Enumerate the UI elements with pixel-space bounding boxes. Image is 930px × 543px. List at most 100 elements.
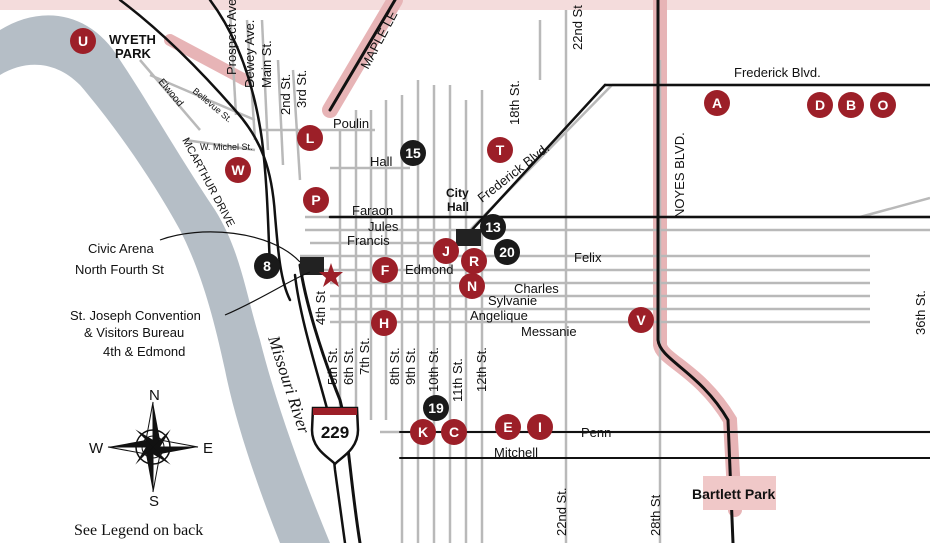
civic-arena-callout-2: North Fourth St [75, 262, 164, 277]
red-marker-circle [303, 187, 329, 213]
red-marker-c: C [441, 419, 467, 445]
wyeth-park-label-1: WYETH [109, 32, 156, 47]
callout-lines [159, 231, 311, 316]
red-marker-circle [410, 419, 436, 445]
street-messanie: Messanie [521, 324, 577, 339]
red-marker-label: T [496, 142, 505, 158]
red-marker-label: P [311, 192, 320, 208]
red-marker-u: U [70, 28, 96, 54]
red-marker-circle [70, 28, 96, 54]
red-marker-label: N [467, 278, 477, 294]
street-hall: Hall [370, 154, 393, 169]
street-noyes: NOYES BLVD. [672, 132, 687, 218]
red-marker-j: J [433, 238, 459, 264]
street-faraon: Faraon [352, 203, 393, 218]
black-marker-circle [494, 239, 520, 265]
street-7th: 7th St. [357, 337, 372, 375]
red-marker-label: V [636, 312, 646, 328]
black-marker-19: 19 [423, 395, 449, 421]
street-22nd-bottom: 22nd St. [554, 488, 569, 536]
red-marker-circle [433, 238, 459, 264]
compass-w: W [89, 440, 104, 457]
street-angelique: Angelique [470, 308, 528, 323]
red-marker-circle [495, 414, 521, 440]
street-edmond: Edmond [405, 262, 453, 277]
street-4th: 4th St [313, 291, 328, 325]
red-marker-label: L [306, 130, 315, 146]
red-marker-label: F [381, 262, 390, 278]
city-hall-label-2: Hall [447, 200, 469, 214]
red-marker-d: D [807, 92, 833, 118]
highway-229-shield: 229 [310, 406, 360, 466]
bartlett-park-label: Bartlett Park [692, 486, 775, 502]
red-marker-t: T [487, 137, 513, 163]
convention-star [319, 263, 343, 287]
red-marker-v: V [628, 307, 654, 333]
red-marker-label: C [449, 424, 459, 440]
red-marker-circle [297, 125, 323, 151]
street-penn: Penn [581, 425, 611, 440]
street-2nd: 2nd St. [278, 74, 293, 115]
red-marker-circle [225, 157, 251, 183]
red-marker-label: O [878, 97, 889, 113]
red-marker-label: E [503, 419, 512, 435]
red-marker-a: A [704, 90, 730, 116]
street-9th: 9th St. [403, 347, 418, 385]
red-marker-circle [371, 310, 397, 336]
street-22nd-top: 22nd St [570, 5, 585, 50]
red-marker-circle [527, 414, 553, 440]
street-poulin: Poulin [333, 116, 369, 131]
red-marker-label: W [231, 162, 245, 178]
street-w-michel: W. Michel St. [200, 142, 253, 152]
street-mitchell: Mitchell [494, 445, 538, 460]
red-marker-label: J [442, 243, 450, 259]
black-marker-circle [400, 140, 426, 166]
street-charles: Charles [514, 281, 559, 296]
red-marker-label: A [712, 95, 722, 111]
black-marker-label: 15 [405, 145, 421, 161]
black-marker-label: 20 [499, 244, 515, 260]
convention-callout-1: St. Joseph Convention [70, 308, 201, 323]
street-18th: 18th St. [507, 80, 522, 125]
black-marker-circle [480, 214, 506, 240]
wyeth-park-label-2: PARK [115, 46, 151, 61]
red-marker-circle [441, 419, 467, 445]
compass-s: S [149, 493, 159, 510]
black-marker-label: 19 [428, 400, 444, 416]
red-marker-label: R [469, 253, 479, 269]
street-main: Main St. [259, 40, 274, 88]
red-marker-label: K [418, 424, 428, 440]
red-marker-o: O [870, 92, 896, 118]
black-marker-circle [254, 253, 280, 279]
red-marker-circle [704, 90, 730, 116]
red-marker-i: I [527, 414, 553, 440]
red-marker-r: R [461, 248, 487, 274]
black-marker-label: 8 [263, 258, 271, 274]
red-marker-circle [461, 248, 487, 274]
red-marker-label: U [78, 33, 88, 49]
red-marker-e: E [495, 414, 521, 440]
black-marker-circle [423, 395, 449, 421]
red-marker-circle [487, 137, 513, 163]
civic-arena-callout-1: Civic Arena [88, 241, 155, 256]
street-10th: 10th St. [426, 347, 441, 392]
main-roads [118, 0, 930, 543]
red-marker-circle [870, 92, 896, 118]
city-hall-building [456, 229, 481, 246]
street-sylvanie: Sylvanie [488, 293, 537, 308]
black-marker-label: 13 [485, 219, 501, 235]
compass-n: N [149, 387, 160, 404]
red-marker-p: P [303, 187, 329, 213]
red-marker-h: H [371, 310, 397, 336]
red-marker-w: W [225, 157, 251, 183]
street-francis: Francis [347, 233, 390, 248]
bartlett-park: Bartlett Park [692, 476, 776, 510]
street-felix: Felix [574, 250, 602, 265]
city-hall-label-1: City [446, 186, 469, 200]
street-dewey: Dewey Ave. [242, 20, 257, 88]
red-marker-n: N [459, 273, 485, 299]
street-frederick-top: Frederick Blvd. [734, 65, 821, 80]
black-marker-13: 13 [480, 214, 506, 240]
civic-arena-building [300, 257, 324, 275]
